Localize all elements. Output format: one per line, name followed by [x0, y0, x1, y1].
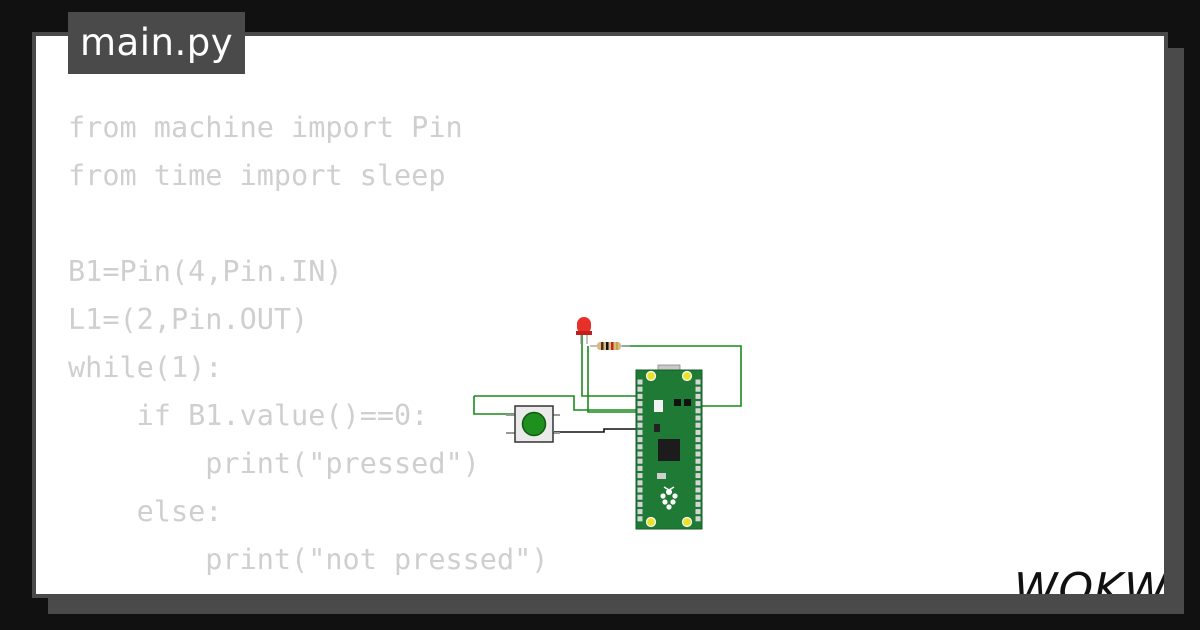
- button-cap: [521, 411, 547, 437]
- resistor[interactable]: [590, 342, 630, 350]
- header-pin: [695, 487, 701, 493]
- header-pin: [695, 458, 701, 464]
- code-line: L1=(2,Pin.OUT): [68, 303, 309, 336]
- header-pin: [637, 415, 643, 421]
- wire-button-to-board: [473, 395, 638, 415]
- header-pin: [637, 501, 643, 507]
- wires: [473, 334, 742, 433]
- header-pin: [695, 494, 701, 500]
- header-pin: [637, 437, 643, 443]
- header-pin: [637, 429, 643, 435]
- header-pin: [695, 386, 701, 392]
- wokwi-logo: WOKWi: [1014, 564, 1168, 598]
- pico-board[interactable]: [635, 364, 703, 530]
- header-pin: [695, 401, 701, 407]
- header-pin: [695, 408, 701, 414]
- header-pin: [637, 422, 643, 428]
- wire-button-gnd: [554, 428, 638, 433]
- header-pin: [695, 429, 701, 435]
- header-pin: [695, 451, 701, 457]
- rp2040-chip: [658, 439, 680, 461]
- wire-led-gnd: [587, 346, 638, 413]
- header-pin: [637, 451, 643, 457]
- header-pin: [637, 393, 643, 399]
- header-pin: [637, 458, 643, 464]
- header-pin: [695, 473, 701, 479]
- header-pin: [695, 509, 701, 515]
- header-pin: [637, 444, 643, 450]
- header-pin: [695, 393, 701, 399]
- wire-led-to-board: [581, 334, 638, 397]
- header-pin: [695, 465, 701, 471]
- header-pin: [637, 509, 643, 515]
- code-line: print("pressed"): [68, 447, 480, 480]
- code-line: B1=Pin(4,Pin.IN): [68, 255, 343, 288]
- header-pin: [637, 401, 643, 407]
- header-pin: [637, 473, 643, 479]
- header-pins: [637, 379, 701, 522]
- code-line: sleep(0.5): [68, 584, 548, 594]
- filename-tab[interactable]: main.py: [68, 12, 246, 74]
- header-pin: [637, 480, 643, 486]
- header-pin: [637, 516, 643, 522]
- circuit-diagram: [473, 317, 742, 530]
- header-pin: [637, 465, 643, 471]
- wire-resistor-to-board: [622, 345, 742, 407]
- code-line: print("not pressed"): [68, 543, 549, 576]
- header-pin: [637, 494, 643, 500]
- code-line: while(1):: [68, 351, 223, 384]
- code-line: from time import sleep: [68, 159, 446, 192]
- header-pin: [695, 501, 701, 507]
- header-pin: [637, 487, 643, 493]
- code-line: else:: [68, 495, 223, 528]
- header-pin: [695, 415, 701, 421]
- led[interactable]: [576, 317, 592, 344]
- wokwi-wordmark: WOKWi: [1014, 564, 1168, 598]
- code-line: if B1.value()==0:: [68, 399, 429, 432]
- raspberry-logo-icon: [660, 486, 678, 510]
- preview-card: from machine import Pin from time import …: [32, 32, 1168, 598]
- code-view: from machine import Pin from time import …: [68, 104, 549, 594]
- header-pin: [695, 422, 701, 428]
- header-pin: [695, 516, 701, 522]
- header-pin: [695, 480, 701, 486]
- header-pin: [695, 437, 701, 443]
- header-pin: [695, 379, 701, 385]
- header-pin: [637, 408, 643, 414]
- header-pin: [637, 379, 643, 385]
- code-line: from machine import Pin: [68, 111, 463, 144]
- push-button[interactable]: [506, 405, 560, 443]
- bootsel-button: [654, 400, 663, 412]
- header-pin: [695, 444, 701, 450]
- header-pin: [637, 386, 643, 392]
- led-body: [577, 317, 591, 334]
